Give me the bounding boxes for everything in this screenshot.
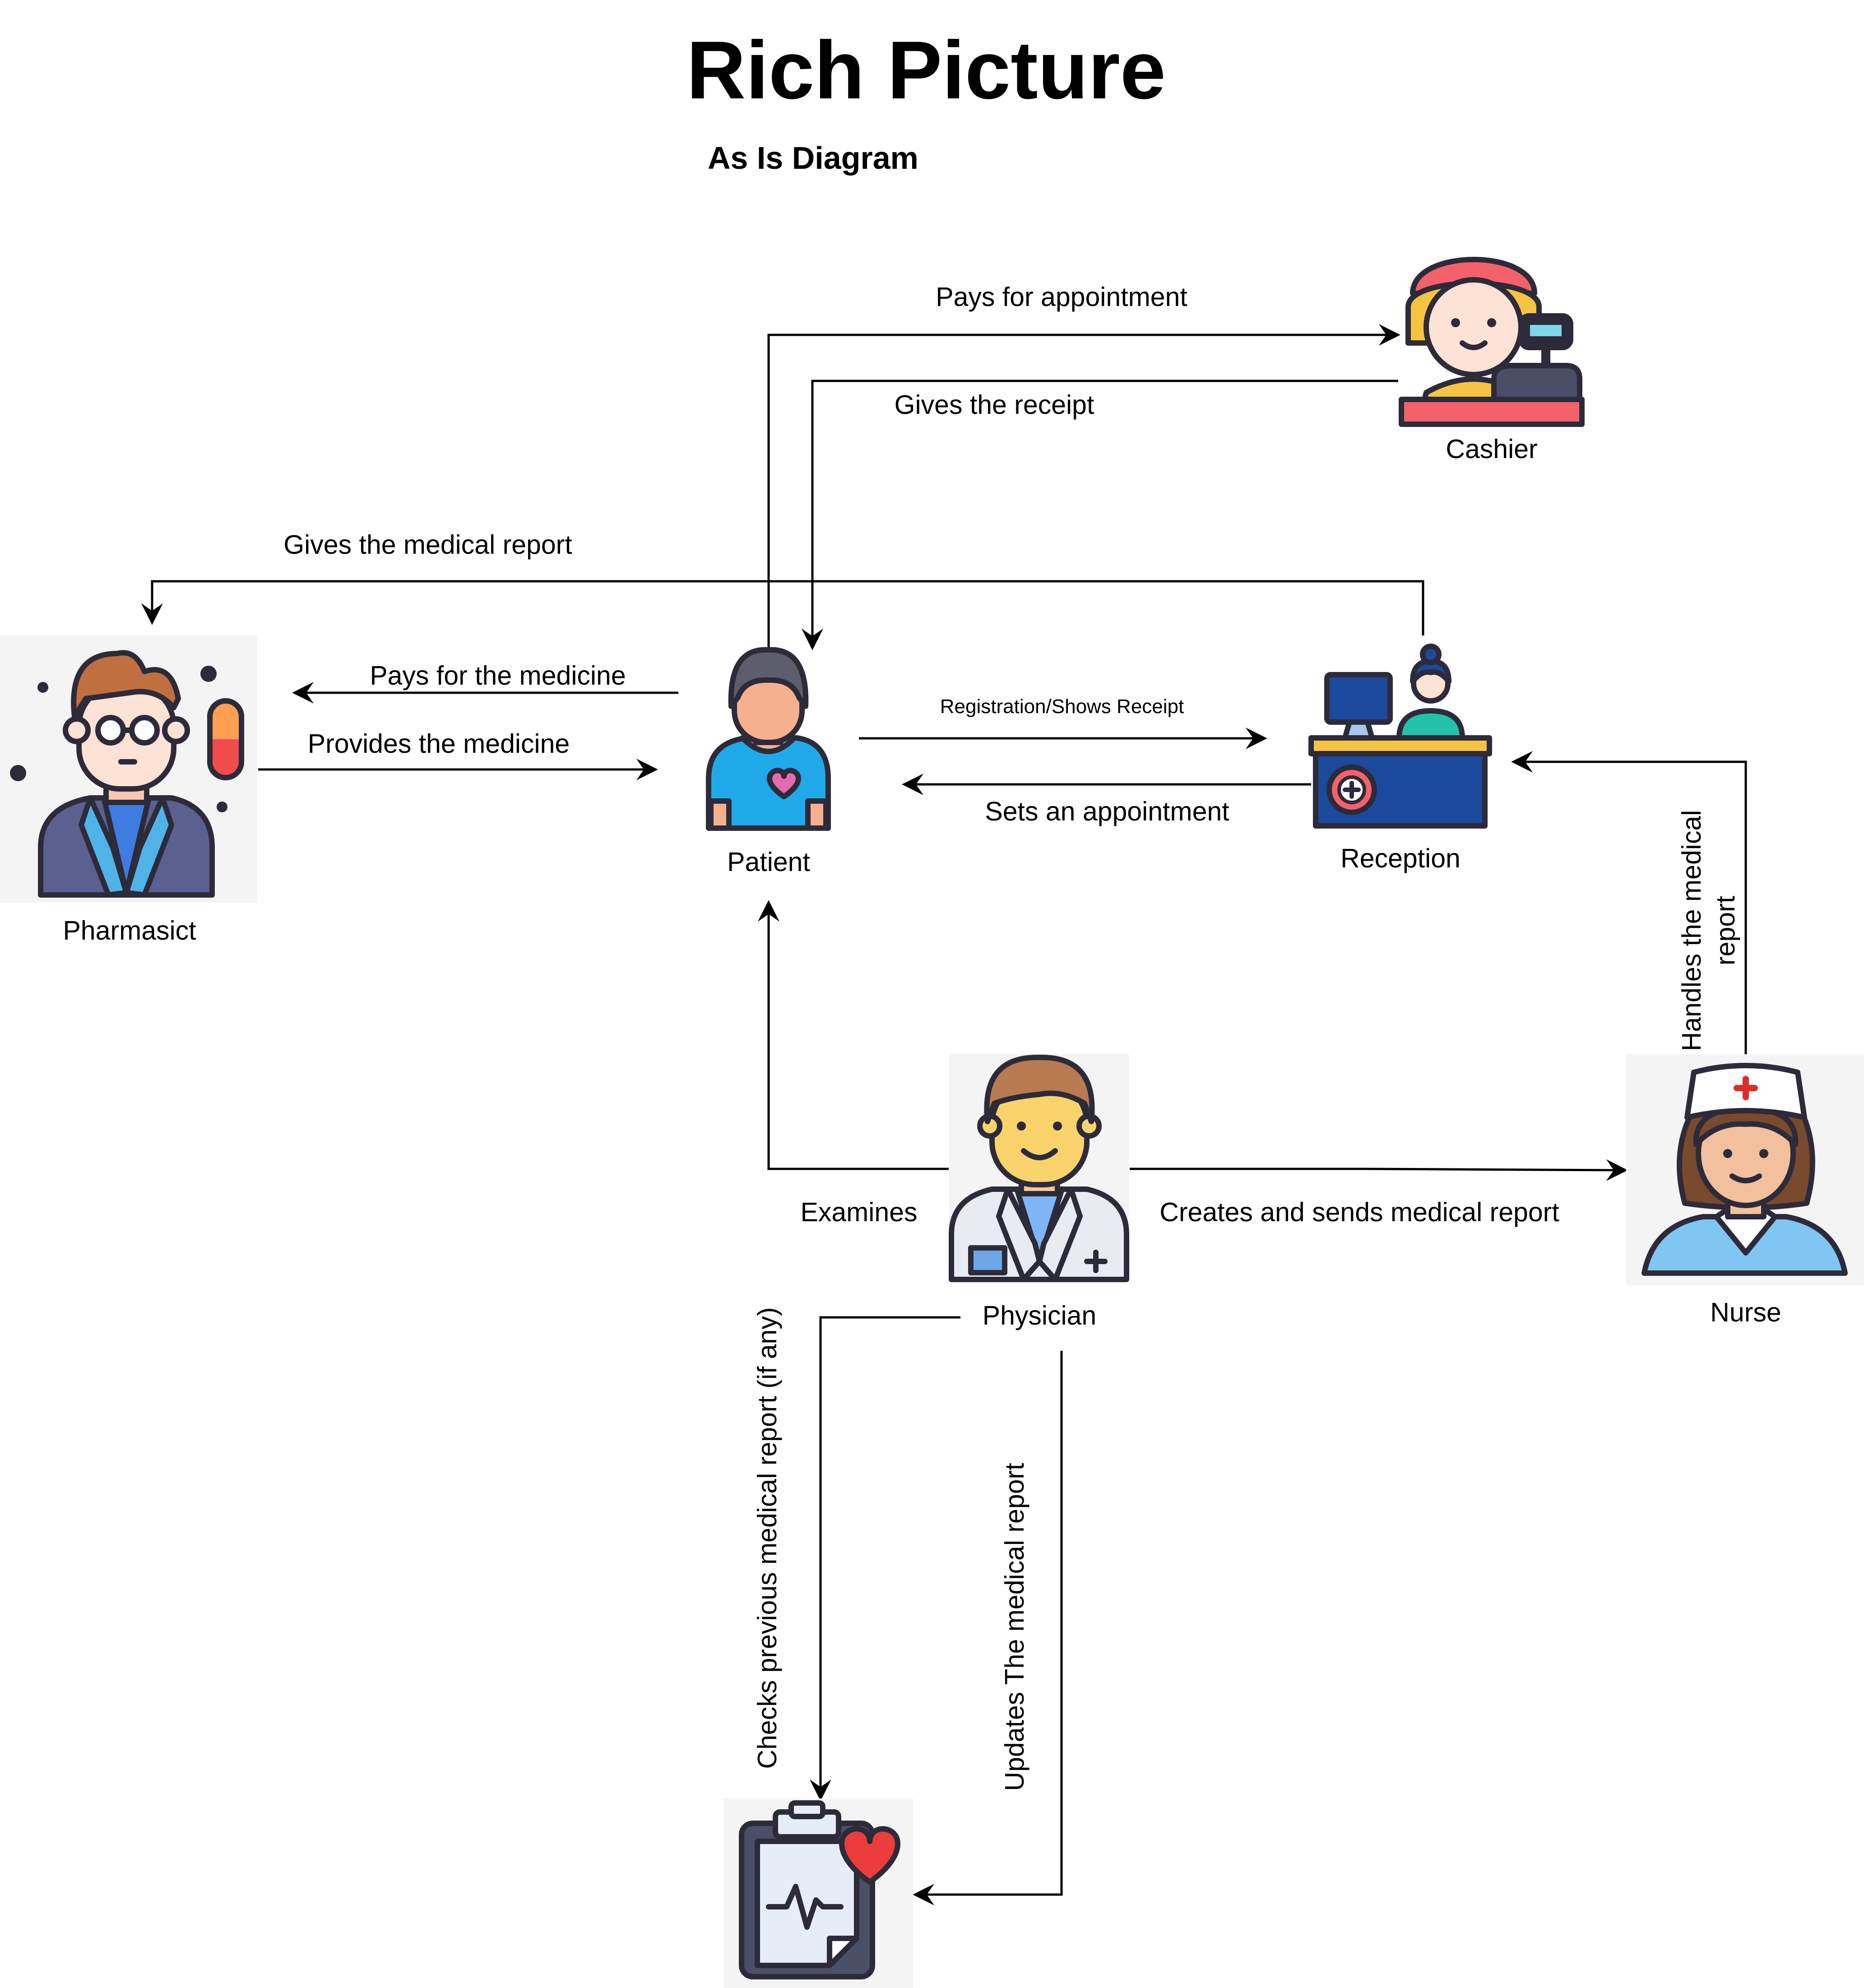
edge-physician-to-patient (758, 900, 949, 1170)
edge-physician-to-nurse (1130, 1159, 1628, 1181)
medical-record-node[interactable] (723, 1798, 913, 1988)
cashier-icon (1399, 257, 1585, 427)
edge-physician-checks-record (810, 1316, 960, 1801)
patient-label: Patient (727, 847, 810, 877)
cashier-label: Cashier (1446, 434, 1537, 464)
edge-patient-to-cashier (767, 324, 1400, 651)
reception-desk-icon (1308, 644, 1492, 829)
edge-label-examines: Examines (800, 1197, 917, 1227)
edge-label-gives-the-medical-report: Gives the medical report (283, 530, 572, 560)
page-title: Rich Picture (686, 24, 1166, 116)
nurse-icon (1641, 1063, 1848, 1276)
edge-label-creates-and-sends-medical-report: Creates and sends medical report (1159, 1197, 1559, 1227)
edge-label-pays-for-appointment: Pays for appointment (936, 282, 1187, 312)
edge-label-updates-the-medical-report: Updates The medical report (1000, 1463, 1029, 1791)
pharmacist-icon (10, 650, 244, 898)
pharmacist-label: Pharmasict (63, 916, 196, 945)
edge-label-sets-an-appointment: Sets an appointment (985, 797, 1229, 826)
medical-clipboard-icon (739, 1800, 900, 1979)
edge-reception-to-pharmacist (141, 580, 1424, 635)
edge-label-provides-the-medicine: Provides the medicine (308, 729, 570, 759)
patient-node[interactable]: Patient (706, 647, 831, 877)
edge-nurse-to-reception (1511, 751, 1747, 1054)
nurse-label: Nurse (1710, 1298, 1781, 1327)
edge-label-checks-previous-medical-report: Checks previous medical report (if any) (752, 1307, 782, 1769)
reception-node[interactable]: Reception (1308, 644, 1492, 873)
physician-label: Physician (983, 1301, 1097, 1330)
pharmacist-node[interactable]: Pharmasict (0, 635, 257, 945)
physician-node[interactable]: Physician (949, 1054, 1129, 1330)
physician-icon (949, 1054, 1129, 1282)
patient-icon (706, 647, 831, 831)
edge-label-gives-the-receipt: Gives the receipt (895, 390, 1094, 420)
edge-label-report: report (1711, 896, 1740, 965)
edge-cashier-to-patient (802, 380, 1398, 650)
nurse-node[interactable]: Nurse (1626, 1054, 1864, 1327)
reception-label: Reception (1340, 843, 1461, 873)
edge-physician-updates-record (913, 1351, 1063, 1905)
page-subtitle: As Is Diagram (708, 140, 918, 176)
edge-label-handles-the-medical: Handles the medical (1677, 810, 1706, 1052)
edge-label-registration: Registration/Shows Receipt (940, 695, 1184, 718)
cashier-node[interactable]: Cashier (1399, 257, 1585, 464)
edge-label-pays-for-the-medicine: Pays for the medicine (370, 661, 626, 690)
